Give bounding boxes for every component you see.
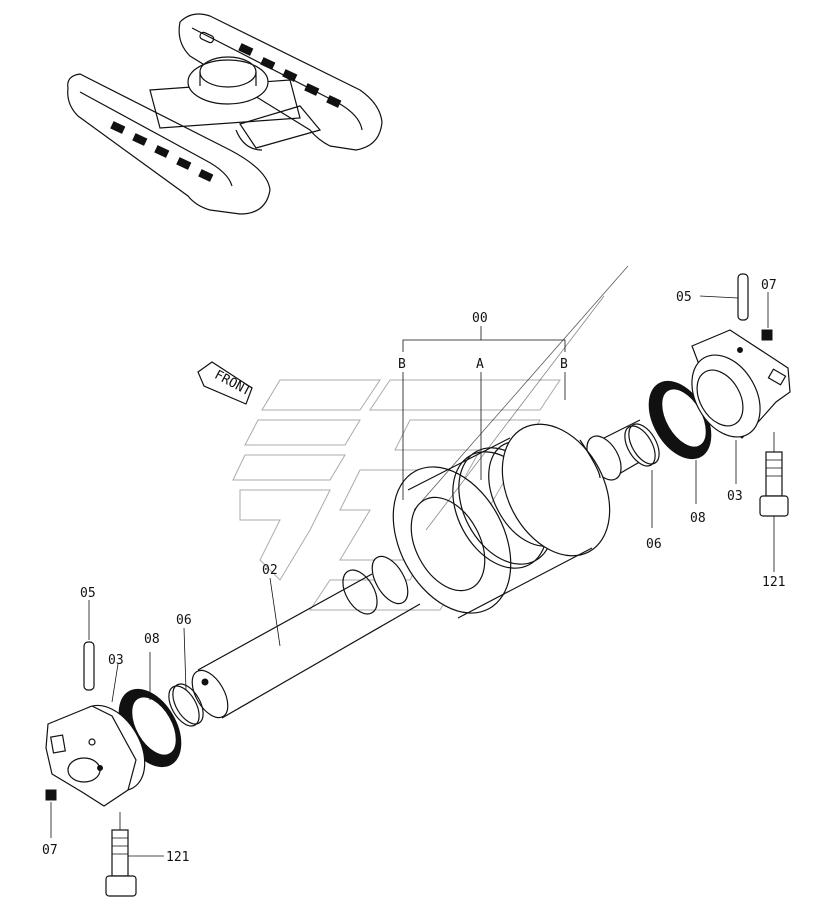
pin-left: [83, 600, 95, 691]
label-03-left: 03: [108, 653, 124, 668]
label-03-right: 03: [727, 489, 743, 504]
shaft-02: [191, 419, 651, 719]
label-b-left: B: [398, 357, 406, 372]
label-06-right: 06: [646, 537, 662, 552]
label-07-right: 07: [761, 278, 777, 293]
label-a: A: [476, 357, 484, 372]
roller-body: [392, 423, 611, 619]
track-rollers-left: [110, 121, 214, 182]
bracket-left: [45, 704, 146, 807]
label-00: 00: [472, 311, 488, 326]
label-121-right: 121: [762, 575, 785, 590]
front-direction-arrow: FRONT: [197, 361, 254, 405]
label-05-left: 05: [80, 586, 96, 601]
oring-right: [624, 423, 660, 467]
bracket-right: [691, 329, 791, 439]
label-08-right: 08: [690, 511, 706, 526]
track-rollers-right: [238, 43, 342, 108]
oring-left: [168, 683, 204, 727]
bolt-left: [105, 812, 164, 897]
label-06-left: 06: [176, 613, 192, 628]
assembly-callout: [402, 265, 629, 531]
bolt-right: [759, 432, 789, 572]
label-02: 02: [262, 563, 278, 578]
front-label: FRONT: [212, 368, 254, 400]
leader-lines: [111, 440, 737, 703]
label-07-left: 07: [42, 843, 58, 858]
plug-right: [761, 292, 773, 341]
label-b-right: B: [560, 357, 568, 372]
plug-left: [45, 789, 57, 838]
undercarriage-thumbnail: [67, 13, 383, 215]
label-121-left: 121: [166, 850, 189, 865]
label-05-right: 05: [676, 290, 692, 305]
pin-right: [699, 273, 749, 321]
label-08-left: 08: [144, 632, 160, 647]
